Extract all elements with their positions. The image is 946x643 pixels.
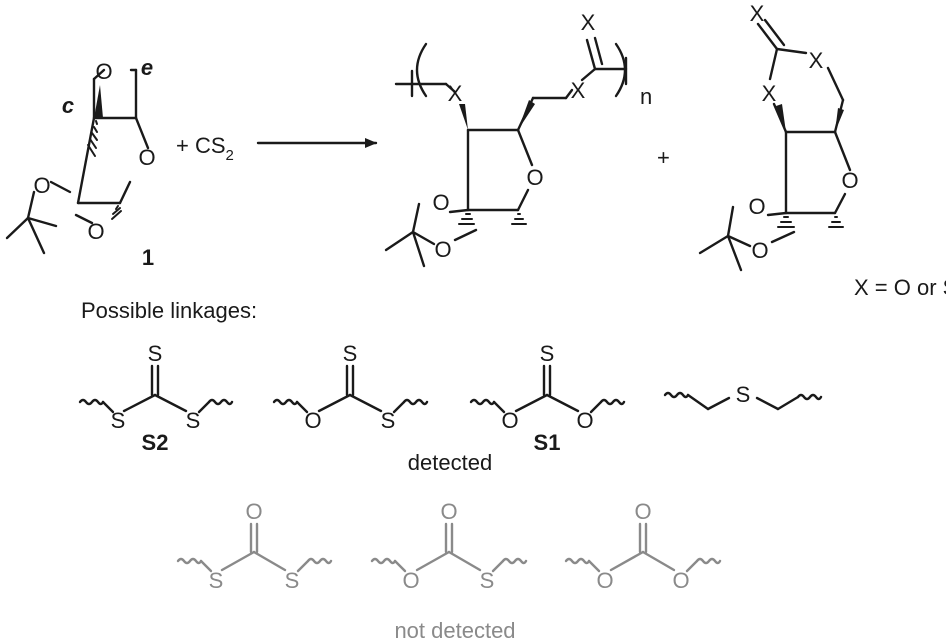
plus-sign: + <box>657 145 670 170</box>
detected-caption: detected <box>408 450 492 475</box>
repeat-unit-n: n <box>640 84 652 109</box>
grey-linkage1-right-atom: S <box>285 568 300 593</box>
grey-linkage1-left-atom: S <box>209 568 224 593</box>
linkage4-center-atom: S <box>736 382 751 407</box>
reactant-ring-oxygen: O <box>138 145 155 170</box>
linkage3-label: S1 <box>534 430 561 455</box>
grey-linkage2-right-atom: S <box>480 568 495 593</box>
reactant-acetal-oxygen-1: O <box>33 173 50 198</box>
linkage3-top-atom: S <box>540 341 555 366</box>
linkage2-left-atom: O <box>304 408 321 433</box>
polymer-acetal-oxygen-1: O <box>432 190 449 215</box>
linkage-carbonate-not-detected: O O O <box>564 499 722 593</box>
cyclic-carbonyl-x: X <box>750 1 765 26</box>
linkage-dithiocarbonate-not-detected: O S S <box>176 499 333 593</box>
linkage3-left-atom: O <box>501 408 518 433</box>
grey-linkage3-top-atom: O <box>634 499 651 524</box>
reactant-structure: O O O O c e 1 <box>5 55 156 270</box>
linkage2-right-atom: S <box>381 408 396 433</box>
polymer-structure: X X X O O O n <box>384 10 652 268</box>
not-detected-caption: not detected <box>394 618 515 643</box>
linkage-trithiocarbonate: S S S S2 <box>78 341 234 455</box>
linkage1-right-atom: S <box>186 408 201 433</box>
carbon-label-e: e <box>141 55 153 80</box>
reactant-oxetane-oxygen: O <box>95 59 112 84</box>
grey-linkage1-top-atom: O <box>245 499 262 524</box>
x-definition: X = O or S <box>854 275 946 300</box>
linkage1-left-atom: S <box>111 408 126 433</box>
linkage-xanthate: S O S <box>272 341 429 433</box>
linkage-thionocarbonate: S O O S1 <box>469 341 626 455</box>
polymer-ring-oxygen: O <box>526 165 543 190</box>
compound-number-1: 1 <box>142 245 154 270</box>
linkage2-top-atom: S <box>343 341 358 366</box>
repeat-bracket-left <box>415 42 428 98</box>
cyclic-acetal-oxygen-2: O <box>751 238 768 263</box>
polymer-acetal-oxygen-2: O <box>434 237 451 262</box>
cyclic-acetal-oxygen-1: O <box>748 194 765 219</box>
cyclic-left-x: X <box>762 81 777 106</box>
reagent-cs2: + CS2 <box>176 133 234 164</box>
grey-linkage2-left-atom: O <box>402 568 419 593</box>
grey-linkage3-left-atom: O <box>596 568 613 593</box>
cyclic-ring-oxygen: O <box>841 168 858 193</box>
linkage1-label: S2 <box>142 430 169 455</box>
cyclic-right-x: X <box>809 48 824 73</box>
linkage1-top-atom: S <box>148 341 163 366</box>
linkage-thiolcarbonate-not-detected: O O S <box>370 499 528 593</box>
grey-linkage2-top-atom: O <box>440 499 457 524</box>
reactant-acetal-oxygen-2: O <box>87 219 104 244</box>
linkage3-right-atom: O <box>576 408 593 433</box>
polymer-chain-x: X <box>571 78 586 103</box>
linkage-thioether: S <box>663 382 823 411</box>
polymer-carbonyl-x: X <box>581 10 596 35</box>
linkages-heading: Possible linkages: <box>81 298 257 323</box>
grey-linkage3-right-atom: O <box>672 568 689 593</box>
carbon-label-c: c <box>62 93 74 118</box>
polymer-side-x: X <box>448 81 463 106</box>
cyclic-product-structure: X X X O O O <box>698 1 859 272</box>
